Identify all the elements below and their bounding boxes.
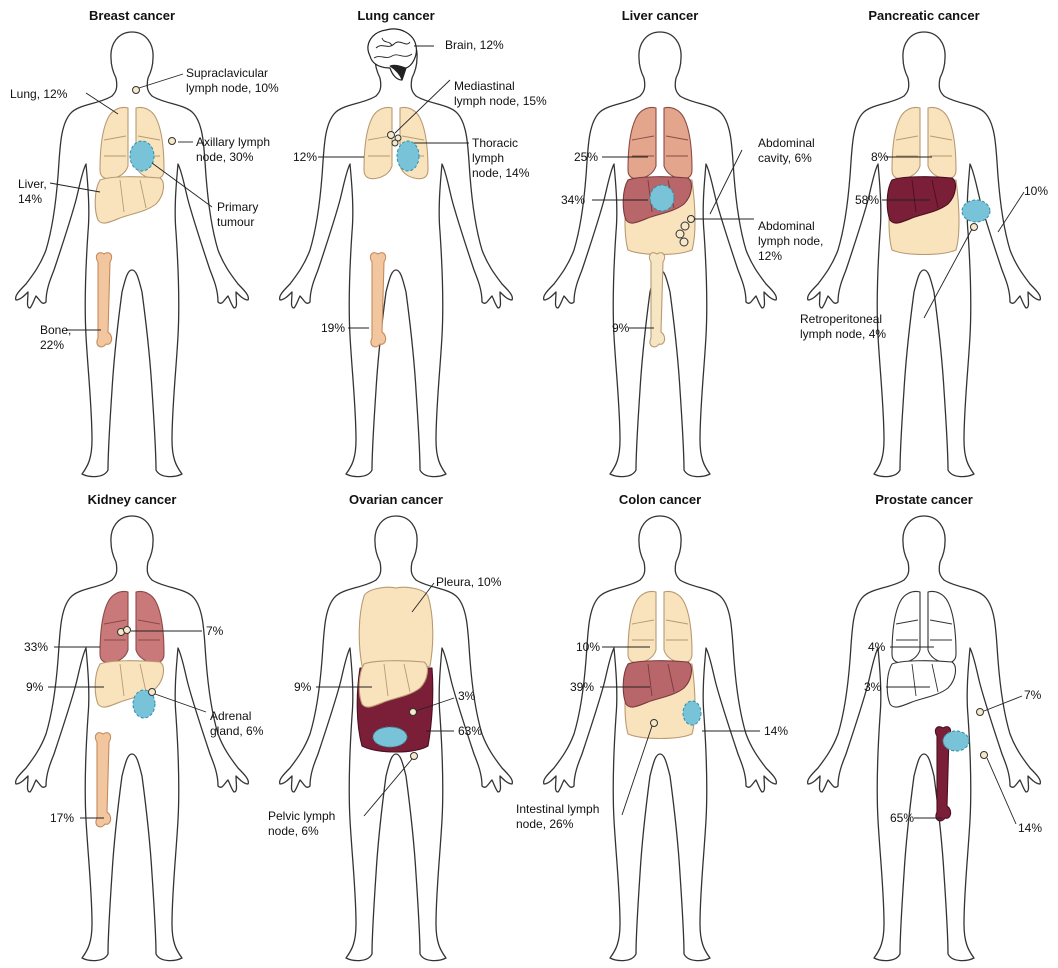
body-diagram (264, 484, 528, 968)
label-cavity-10: 10% (1024, 184, 1048, 199)
body-outline (808, 516, 1041, 961)
panel-pancreatic-cancer: Pancreatic cancer 8% 58% 10% Retroperito… (792, 0, 1056, 484)
label-bone: 19% (321, 321, 345, 336)
label-liver-34: 34% (561, 193, 585, 208)
label-node-14: 14% (1018, 821, 1042, 836)
femur-bone (649, 253, 664, 347)
label-lung-10: 10% (576, 640, 600, 655)
label-brain: Brain, 12% (445, 38, 504, 53)
label-bone: 9% (612, 321, 629, 336)
node-14 (981, 752, 988, 759)
label-cavity-63: 63% (458, 724, 482, 739)
label-bone-65: 65% (890, 811, 914, 826)
label-liver-39: 39% (570, 680, 594, 695)
femur-bone (96, 253, 111, 347)
label-lung: Lung, 12% (10, 87, 67, 102)
label-lung-12: 12% (293, 150, 317, 165)
abdominal-node (688, 216, 695, 223)
label-liver: Liver,14% (18, 177, 47, 207)
body-diagram (264, 0, 528, 484)
node-7 (977, 709, 984, 716)
label-lung-4: 4% (868, 640, 885, 655)
panel-colon-cancer: Colon cancer 10% 39% 14% Intestinal lymp… (528, 484, 792, 968)
mediastinal-node (388, 132, 395, 139)
primary-tumour (943, 731, 969, 751)
label-liver-9: 9% (26, 680, 43, 695)
cavity-node (410, 709, 417, 716)
label-lung-25: 25% (574, 150, 598, 165)
abdominal-node-4 (680, 238, 688, 246)
panel-ovarian-cancer: Ovarian cancer Pleura, 10% 9% 3% 63% Pel… (264, 484, 528, 968)
label-lung-33: 33% (24, 640, 48, 655)
label-liver-58: 58% (855, 193, 879, 208)
label-axillary: Axillary lymphnode, 30% (196, 135, 270, 165)
primary-tumour (962, 200, 990, 222)
panel-prostate-cancer: Prostate cancer 4% 3% 7% 65% 14% (792, 484, 1056, 968)
label-cavity-3: 3% (458, 689, 475, 704)
label-lung-8: 8% (871, 150, 888, 165)
body-diagram (792, 0, 1056, 484)
intestinal-node (651, 720, 658, 727)
primary-tumour (683, 701, 701, 725)
pelvic-node (411, 753, 418, 760)
label-bone: Bone,22% (40, 323, 71, 353)
label-liver-3: 3% (864, 680, 881, 695)
thoracic-node (392, 140, 398, 146)
adrenal-node (149, 689, 156, 696)
label-cavity-14: 14% (764, 724, 788, 739)
label-node-7: 7% (1024, 688, 1041, 703)
femur-bone (95, 733, 110, 827)
abdominal-node-3 (676, 230, 684, 238)
label-pleura: Pleura, 10% (436, 575, 501, 590)
body-diagram (792, 484, 1056, 968)
body-diagram (528, 484, 792, 968)
axillary-node (169, 138, 176, 145)
mediastinal-node-2 (124, 627, 131, 634)
label-node-7: 7% (206, 624, 223, 639)
label-liver-9: 9% (294, 680, 311, 695)
primary-tumour (130, 141, 154, 171)
primary-tumour (650, 185, 674, 211)
panel-liver-cancer: Liver cancer Abdominalcavity, 6% 25% 34%… (528, 0, 792, 484)
label-bone: 17% (50, 811, 74, 826)
label-primary-tumour: Primarytumour (217, 200, 258, 230)
primary-tumour (373, 727, 407, 747)
supraclavicular-node (133, 87, 140, 94)
primary-tumour (397, 141, 419, 171)
body-diagram (528, 0, 792, 484)
femur-bone (370, 253, 385, 347)
abdominal-node-2 (681, 222, 689, 230)
